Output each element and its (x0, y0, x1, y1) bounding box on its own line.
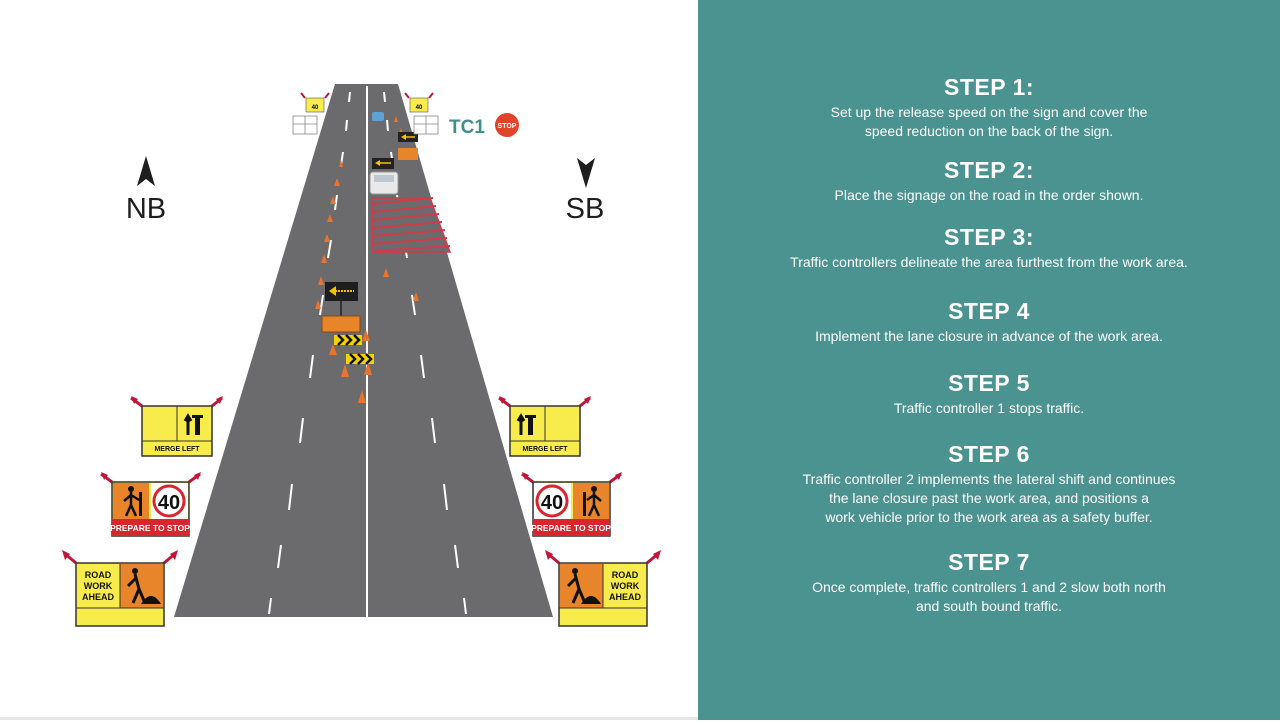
step-6: STEP 6 Traffic controller 2 implements t… (698, 441, 1280, 527)
step-3: STEP 3: Traffic controllers delineate th… (698, 224, 1280, 272)
step-title: STEP 3: (944, 224, 1034, 250)
distant-signs-right: 40 (404, 92, 439, 135)
step-description: Once complete, traffic controllers 1 and… (812, 579, 1166, 614)
lane-dashes-left (268, 91, 351, 615)
prepare-to-stop-sign-left (100, 472, 201, 537)
step-title: STEP 5 (948, 370, 1030, 396)
road-work-ahead-line2-left: WORK (84, 581, 113, 591)
step-description: Traffic controllers delineate the area f… (790, 254, 1188, 270)
step-description: Traffic controller 1 stops traffic. (893, 400, 1085, 416)
merge-left-sign-right (498, 396, 591, 457)
work-vehicle (369, 171, 399, 195)
prepare-to-stop-sign-right (521, 472, 622, 537)
road-work-ahead-line3-right: AHEAD (609, 592, 642, 602)
step-description: Traffic controller 2 implements the late… (802, 471, 1176, 525)
step-title: STEP 4 (948, 298, 1030, 324)
step-1: STEP 1: Set up the release speed on the … (698, 74, 1280, 141)
south-arrow-icon (577, 158, 595, 188)
distant-car (372, 112, 384, 121)
speed-limit-left: 40 (158, 492, 180, 514)
step-2: STEP 2: Place the signage on the road in… (698, 157, 1280, 205)
north-arrow-icon (137, 156, 155, 186)
south-label: SB (566, 193, 605, 225)
work-area (371, 197, 452, 253)
chevron-barriers (334, 334, 374, 365)
controller-label: TC1 (449, 117, 485, 138)
road-work-ahead-sign-right (545, 550, 661, 627)
arrow-board-upper (372, 132, 418, 169)
distant-signs-left: 40 (292, 92, 330, 135)
step-title: STEP 6 (948, 441, 1030, 467)
step-7: STEP 7 Once complete, traffic controller… (698, 549, 1280, 616)
road-work-ahead-sign-left (62, 550, 178, 627)
speed-limit-right: 40 (541, 492, 563, 514)
road (174, 84, 553, 617)
road-work-ahead-line1-right: ROAD (612, 570, 639, 580)
step-description: Set up the release speed on the sign and… (830, 104, 1148, 139)
step-4: STEP 4 Implement the lane closure in adv… (698, 298, 1280, 346)
step-title: STEP 7 (948, 549, 1030, 575)
stop-sign-text: STOP (498, 123, 517, 130)
step-description: Place the signage on the road in the ord… (834, 187, 1144, 203)
svg-text:40: 40 (416, 105, 423, 111)
road-work-ahead-line2-right: WORK (611, 581, 640, 591)
traffic-diagram: 40 40 TC1 STOP NB SB MERGE LEFT (0, 84, 698, 720)
bottom-divider (0, 717, 698, 720)
arrow-board-lower (321, 282, 361, 333)
merge-left-sign-left (130, 396, 223, 457)
road-work-ahead-line3-left: AHEAD (82, 592, 115, 602)
step-5: STEP 5 Traffic controller 1 stops traffi… (698, 370, 1280, 418)
merge-left-label-right: MERGE LEFT (522, 446, 568, 453)
prepare-to-stop-label-left: PREPARE TO STOP (110, 523, 190, 533)
merge-left-label-left: MERGE LEFT (154, 446, 200, 453)
step-description: Implement the lane closure in advance of… (815, 328, 1163, 344)
step-title: STEP 2: (944, 157, 1034, 183)
road-work-ahead-line1-left: ROAD (85, 570, 112, 580)
prepare-to-stop-label-right: PREPARE TO STOP (531, 523, 611, 533)
stop-sign (495, 113, 519, 137)
north-label: NB (126, 193, 166, 225)
steps-panel: STEP 1: Set up the release speed on the … (698, 0, 1280, 720)
traffic-diagram-svg: 40 40 TC1 STOP NB SB MERGE LEFT (62, 84, 661, 627)
svg-text:40: 40 (312, 105, 319, 111)
traffic-cones (315, 116, 419, 403)
step-title: STEP 1: (944, 74, 1034, 100)
